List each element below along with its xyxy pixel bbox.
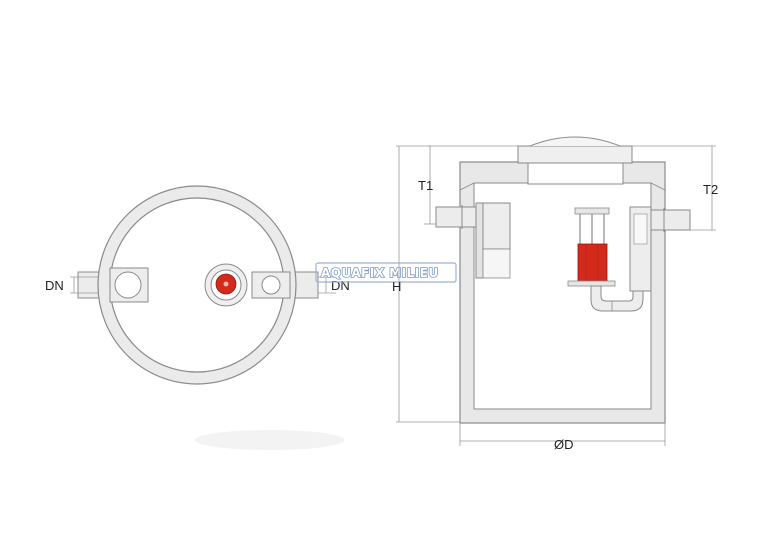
- filter-base-plate: [567, 280, 616, 287]
- dn-left-label: DN: [45, 278, 64, 293]
- tank-neck: [527, 161, 624, 185]
- watermark-logo: AQUAFIX MILIEU: [315, 262, 457, 283]
- manhole-lid-dome: [529, 136, 621, 147]
- outlet-elbow-pipe: [590, 285, 644, 312]
- outlet-pipe: [649, 209, 691, 231]
- manhole-lid: [517, 145, 633, 164]
- inlet-baffle-plate: [482, 248, 511, 279]
- filter-cartridge-red: [577, 243, 608, 282]
- inlet-pipe: [435, 206, 477, 228]
- wall-chamfer-left: [459, 182, 475, 191]
- top-view-shadow: [195, 430, 345, 450]
- h-label: H: [392, 279, 401, 294]
- wall-chamfer-right: [650, 182, 666, 191]
- top-view: DN DN: [45, 185, 350, 450]
- outlet-opening: [261, 275, 281, 295]
- outlet-chamber-inner: [633, 213, 648, 245]
- diameter-label: ØD: [554, 437, 574, 452]
- dn-right-label: DN: [331, 278, 350, 293]
- filter-center-dot: [223, 281, 229, 287]
- filter-top-plate: [574, 207, 610, 215]
- t1-label: T1: [418, 178, 433, 193]
- section-view: T1 H T2 ØD: [392, 136, 718, 452]
- watermark-box: [315, 262, 457, 283]
- inlet-opening: [114, 271, 142, 299]
- inlet-baffle: [475, 202, 484, 279]
- t2-label: T2: [703, 182, 718, 197]
- watermark-text: AQUAFIX MILIEU: [321, 266, 439, 280]
